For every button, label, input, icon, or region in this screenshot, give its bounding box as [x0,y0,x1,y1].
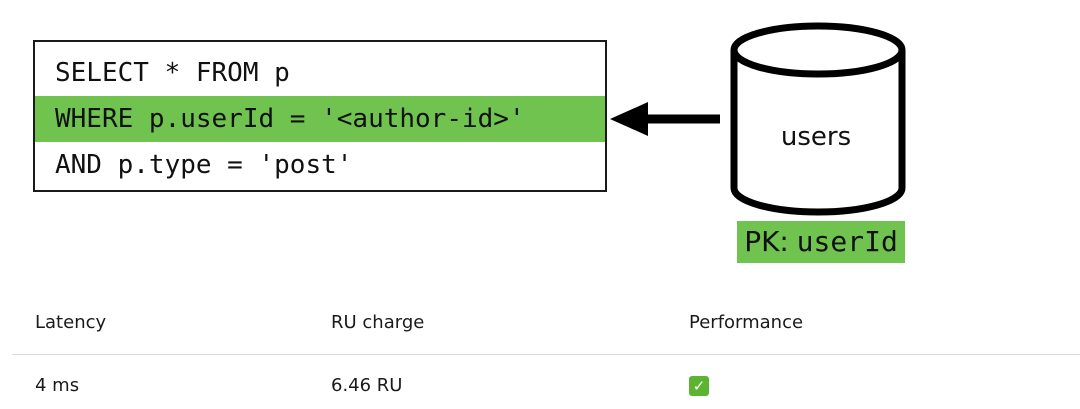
header-ru-charge: RU charge [331,312,425,333]
partition-key-label: PK: [744,225,789,258]
partition-key-value: userId [796,225,898,258]
green-checkmark-icon: ✓ [689,376,709,396]
header-performance: Performance [689,312,804,333]
cell-ru-charge: 6.46 RU [331,375,403,396]
cell-latency: 4 ms [35,375,80,396]
query-line-and: AND p.type = 'post' [55,150,353,180]
query-box: SELECT * FROM p WHERE p.userId = '<autho… [33,40,607,192]
query-line-select: SELECT * FROM p [55,58,290,88]
arrow-left-icon [610,102,720,136]
header-latency: Latency [35,312,107,333]
metrics-table: Latency RU charge Performance 4 ms 6.46 … [12,300,1080,407]
database-cylinder-icon [730,22,906,216]
container-name-label: users [780,122,852,152]
partition-key-badge: PK: userId [737,221,905,263]
table-row: 4 ms 6.46 RU ✓ [12,355,1080,407]
cell-performance: ✓ [689,363,709,409]
table-header-row: Latency RU charge Performance [12,300,1080,355]
query-line-where-highlighted: WHERE p.userId = '<author-id>' [35,96,605,142]
